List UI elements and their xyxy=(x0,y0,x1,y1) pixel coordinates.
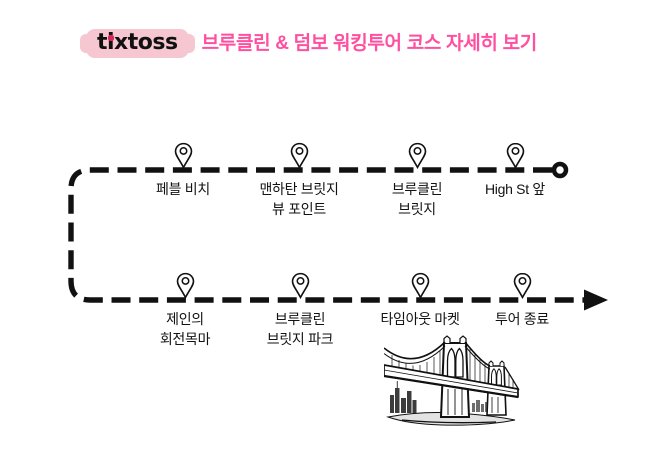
stop-label: 맨하탄 브릿지 뷰 포인트 xyxy=(259,181,339,217)
route-stop: 제인의 회전목마 xyxy=(120,272,250,349)
bridge-deck xyxy=(384,364,519,399)
map-pin-icon xyxy=(506,142,524,169)
route-stop: 브루클린 브릿지 파크 xyxy=(235,272,365,349)
brooklyn-bridge-illustration xyxy=(384,335,520,426)
tixtoss-logo: tixtoss xyxy=(80,29,195,58)
map-pin-icon xyxy=(408,142,426,169)
skyline-left-icon xyxy=(390,381,417,413)
logo-i-dot-icon xyxy=(107,34,114,41)
stop-label: 제인의 회전목마 xyxy=(159,311,211,347)
map-pin-icon xyxy=(291,272,309,299)
route-stop: 타임아웃 마켓 xyxy=(355,272,485,329)
map-pin-icon xyxy=(411,272,429,299)
route-stop: 맨하탄 브릿지 뷰 포인트 xyxy=(234,142,364,219)
stop-label: 페블 비치 xyxy=(156,181,210,197)
suspender-cables xyxy=(391,348,514,389)
route-start-ring-icon xyxy=(551,161,569,179)
stop-label: 타임아웃 마켓 xyxy=(380,311,460,327)
route-stop: High St 앞 xyxy=(450,142,580,199)
page-title: 브루클린 & 덤보 워킹투어 코스 자세히 보기 xyxy=(201,32,538,54)
route-stop: 투어 종료 xyxy=(457,272,587,329)
skyline-right-icon xyxy=(472,400,489,412)
map-pin-icon xyxy=(176,272,194,299)
stop-label: 브루클린 브릿지 xyxy=(391,181,443,217)
route-end-arrow-icon xyxy=(584,289,608,311)
map-pin-icon xyxy=(174,142,192,169)
stop-label: High St 앞 xyxy=(485,181,545,197)
map-pin-icon xyxy=(513,272,531,299)
header: tixtoss 브루클린 & 덤보 워킹투어 코스 자세히 보기 xyxy=(80,29,538,58)
stop-label: 브루클린 브릿지 파크 xyxy=(266,311,334,347)
bridge-cables xyxy=(384,341,520,391)
stop-label: 투어 종료 xyxy=(495,311,549,327)
route-stop: 페블 비치 xyxy=(118,142,248,199)
route-dashed-line xyxy=(68,167,584,303)
route-stop: 브루클린 브릿지 xyxy=(352,142,482,219)
map-pin-icon xyxy=(290,142,308,169)
